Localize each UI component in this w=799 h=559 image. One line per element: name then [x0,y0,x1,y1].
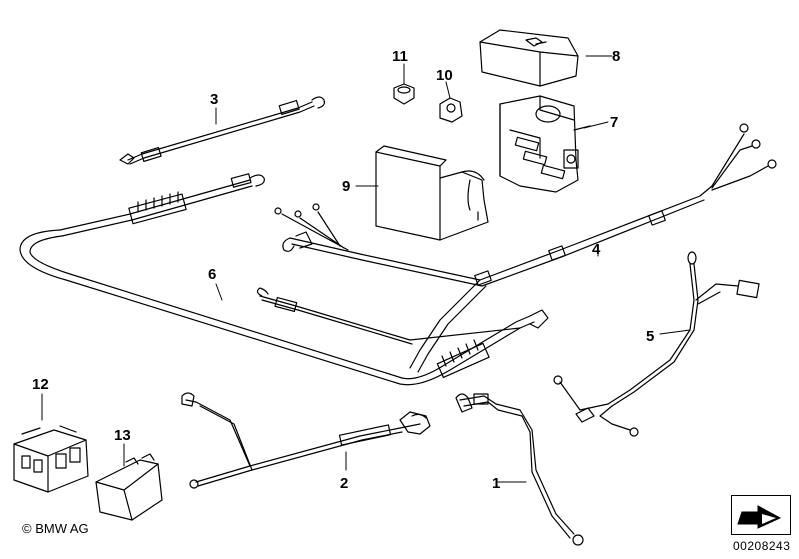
callout-9: 9 [342,178,350,195]
part-2-clamp-cable [181,392,431,489]
callout-labels: 1 2 3 4 5 6 7 8 9 10 11 12 13 [32,48,654,492]
part-11-nut [393,83,415,105]
callout-12: 12 [32,376,49,393]
callout-10: 10 [436,67,453,84]
document-number: 00208243 [733,539,791,553]
callout-2: 2 [340,475,348,492]
callout-3: 3 [210,91,218,108]
part-1-ground-strap [455,393,584,546]
part-3-battery-cable [119,96,325,165]
callout-4: 4 [592,241,601,258]
part-9-terminal-cover [375,145,489,241]
callout-6: 6 [208,266,216,283]
part-5-sensor-cable [553,251,760,437]
part-8-fuse-cover [479,29,579,87]
part-12-junction-block [13,425,89,493]
part-7-fuse-holder [499,95,591,193]
part-6-main-cable-loop [19,173,549,386]
callout-13: 13 [114,427,131,444]
copyright-notice: © BMW AG [22,521,89,536]
part-13-cover-cap [95,453,163,521]
part-10-hex-nut [439,97,463,123]
leader-lines [41,55,691,483]
navigation-arrow-box[interactable] [731,495,791,535]
callout-11: 11 [392,48,408,65]
callout-7: 7 [610,114,618,131]
callout-1: 1 [492,475,500,492]
callout-8: 8 [612,48,620,65]
arrow-icon [737,505,782,529]
callout-5: 5 [646,328,654,345]
part-4-wiring-harness [274,123,777,373]
